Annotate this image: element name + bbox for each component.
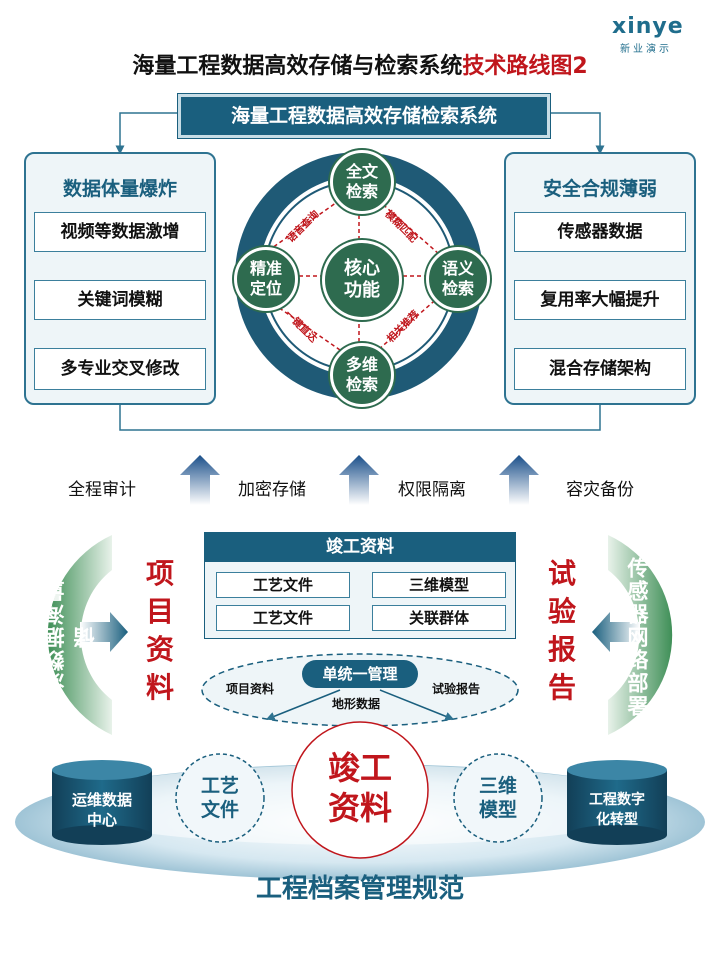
right-arc (608, 535, 673, 735)
completion-item-1: 工艺文件 (216, 572, 350, 598)
system-banner: 海量工程数据高效存储检索系统 (178, 94, 550, 138)
center-bubble-label: 竣工 资料 (327, 749, 392, 827)
db-left-label: 运维数据 中心 (71, 791, 132, 829)
right-item-2: 复用率大幅提升 (514, 280, 686, 320)
title-highlight: 技术路线图2 (462, 54, 588, 79)
unified-left: 项目资料 (226, 682, 275, 696)
option-isolation: 权限隔离 (398, 480, 466, 500)
right-side-arrow (592, 612, 640, 652)
left-arc (47, 535, 113, 735)
left-item-3: 多专业交叉修改 (34, 348, 206, 390)
brand-logo: xinye (612, 14, 684, 39)
up-arrow-3 (499, 455, 539, 505)
unified-label: 单统一管理 (302, 660, 418, 688)
unified-ellipse (201, 653, 519, 727)
core-node-top: 全文 检索 (330, 150, 394, 214)
core-node-bottom: 多维 检索 (330, 343, 394, 407)
right-item-1: 传感器数据 (514, 212, 686, 252)
left-item-1: 视频等数据激增 (34, 212, 206, 252)
core-center-node: 核心 功能 (322, 240, 402, 320)
right-item-3: 混合存储架构 (514, 348, 686, 390)
db-right-label: 工程数字 化转型 (589, 792, 645, 828)
option-encrypt: 加密存储 (238, 480, 306, 500)
option-backup: 容灾备份 (566, 480, 634, 500)
left-panel-title: 数据体量爆炸 (62, 178, 177, 200)
core-node-left: 精准 定位 (234, 247, 298, 311)
bubble-left (175, 753, 265, 843)
brand-sub: 新业演示 (620, 44, 672, 55)
core-node-right: 语义 检索 (426, 247, 490, 311)
completion-item-3: 工艺文件 (216, 605, 350, 631)
left-arc-text: 监测数据海量存储 (43, 556, 97, 718)
center-bubble (291, 721, 429, 859)
test-report-vertical: 试验报告 (547, 557, 576, 704)
project-docs-vertical: 项目资料 (145, 557, 174, 704)
completion-header: 竣工资料 (204, 532, 516, 562)
up-arrow-2 (339, 455, 379, 505)
option-audit: 全程审计 (68, 480, 136, 500)
completion-item-2: 三维模型 (372, 572, 506, 598)
left-side-arrow (80, 612, 128, 652)
unified-center: 地形数据 (332, 697, 381, 711)
db-right-cylinder (567, 760, 667, 845)
db-left-cylinder (52, 760, 152, 845)
bubble-right (453, 753, 543, 843)
page-title: 海量工程数据高效存储与检索系统技术路线图2 (132, 54, 588, 79)
base-title: 工程档案管理规范 (255, 874, 464, 904)
completion-item-4: 关联群体 (372, 605, 506, 631)
left-item-2: 关键词模糊 (34, 280, 206, 320)
right-panel-title: 安全合规薄弱 (542, 178, 657, 200)
bubble-right-label: 三维 模型 (478, 775, 517, 821)
up-arrow-1 (180, 455, 220, 505)
unified-right: 试验报告 (432, 682, 481, 696)
right-arc-text: 传感器网络部署 (625, 556, 649, 718)
bubble-left-label: 工艺 文件 (200, 775, 239, 821)
